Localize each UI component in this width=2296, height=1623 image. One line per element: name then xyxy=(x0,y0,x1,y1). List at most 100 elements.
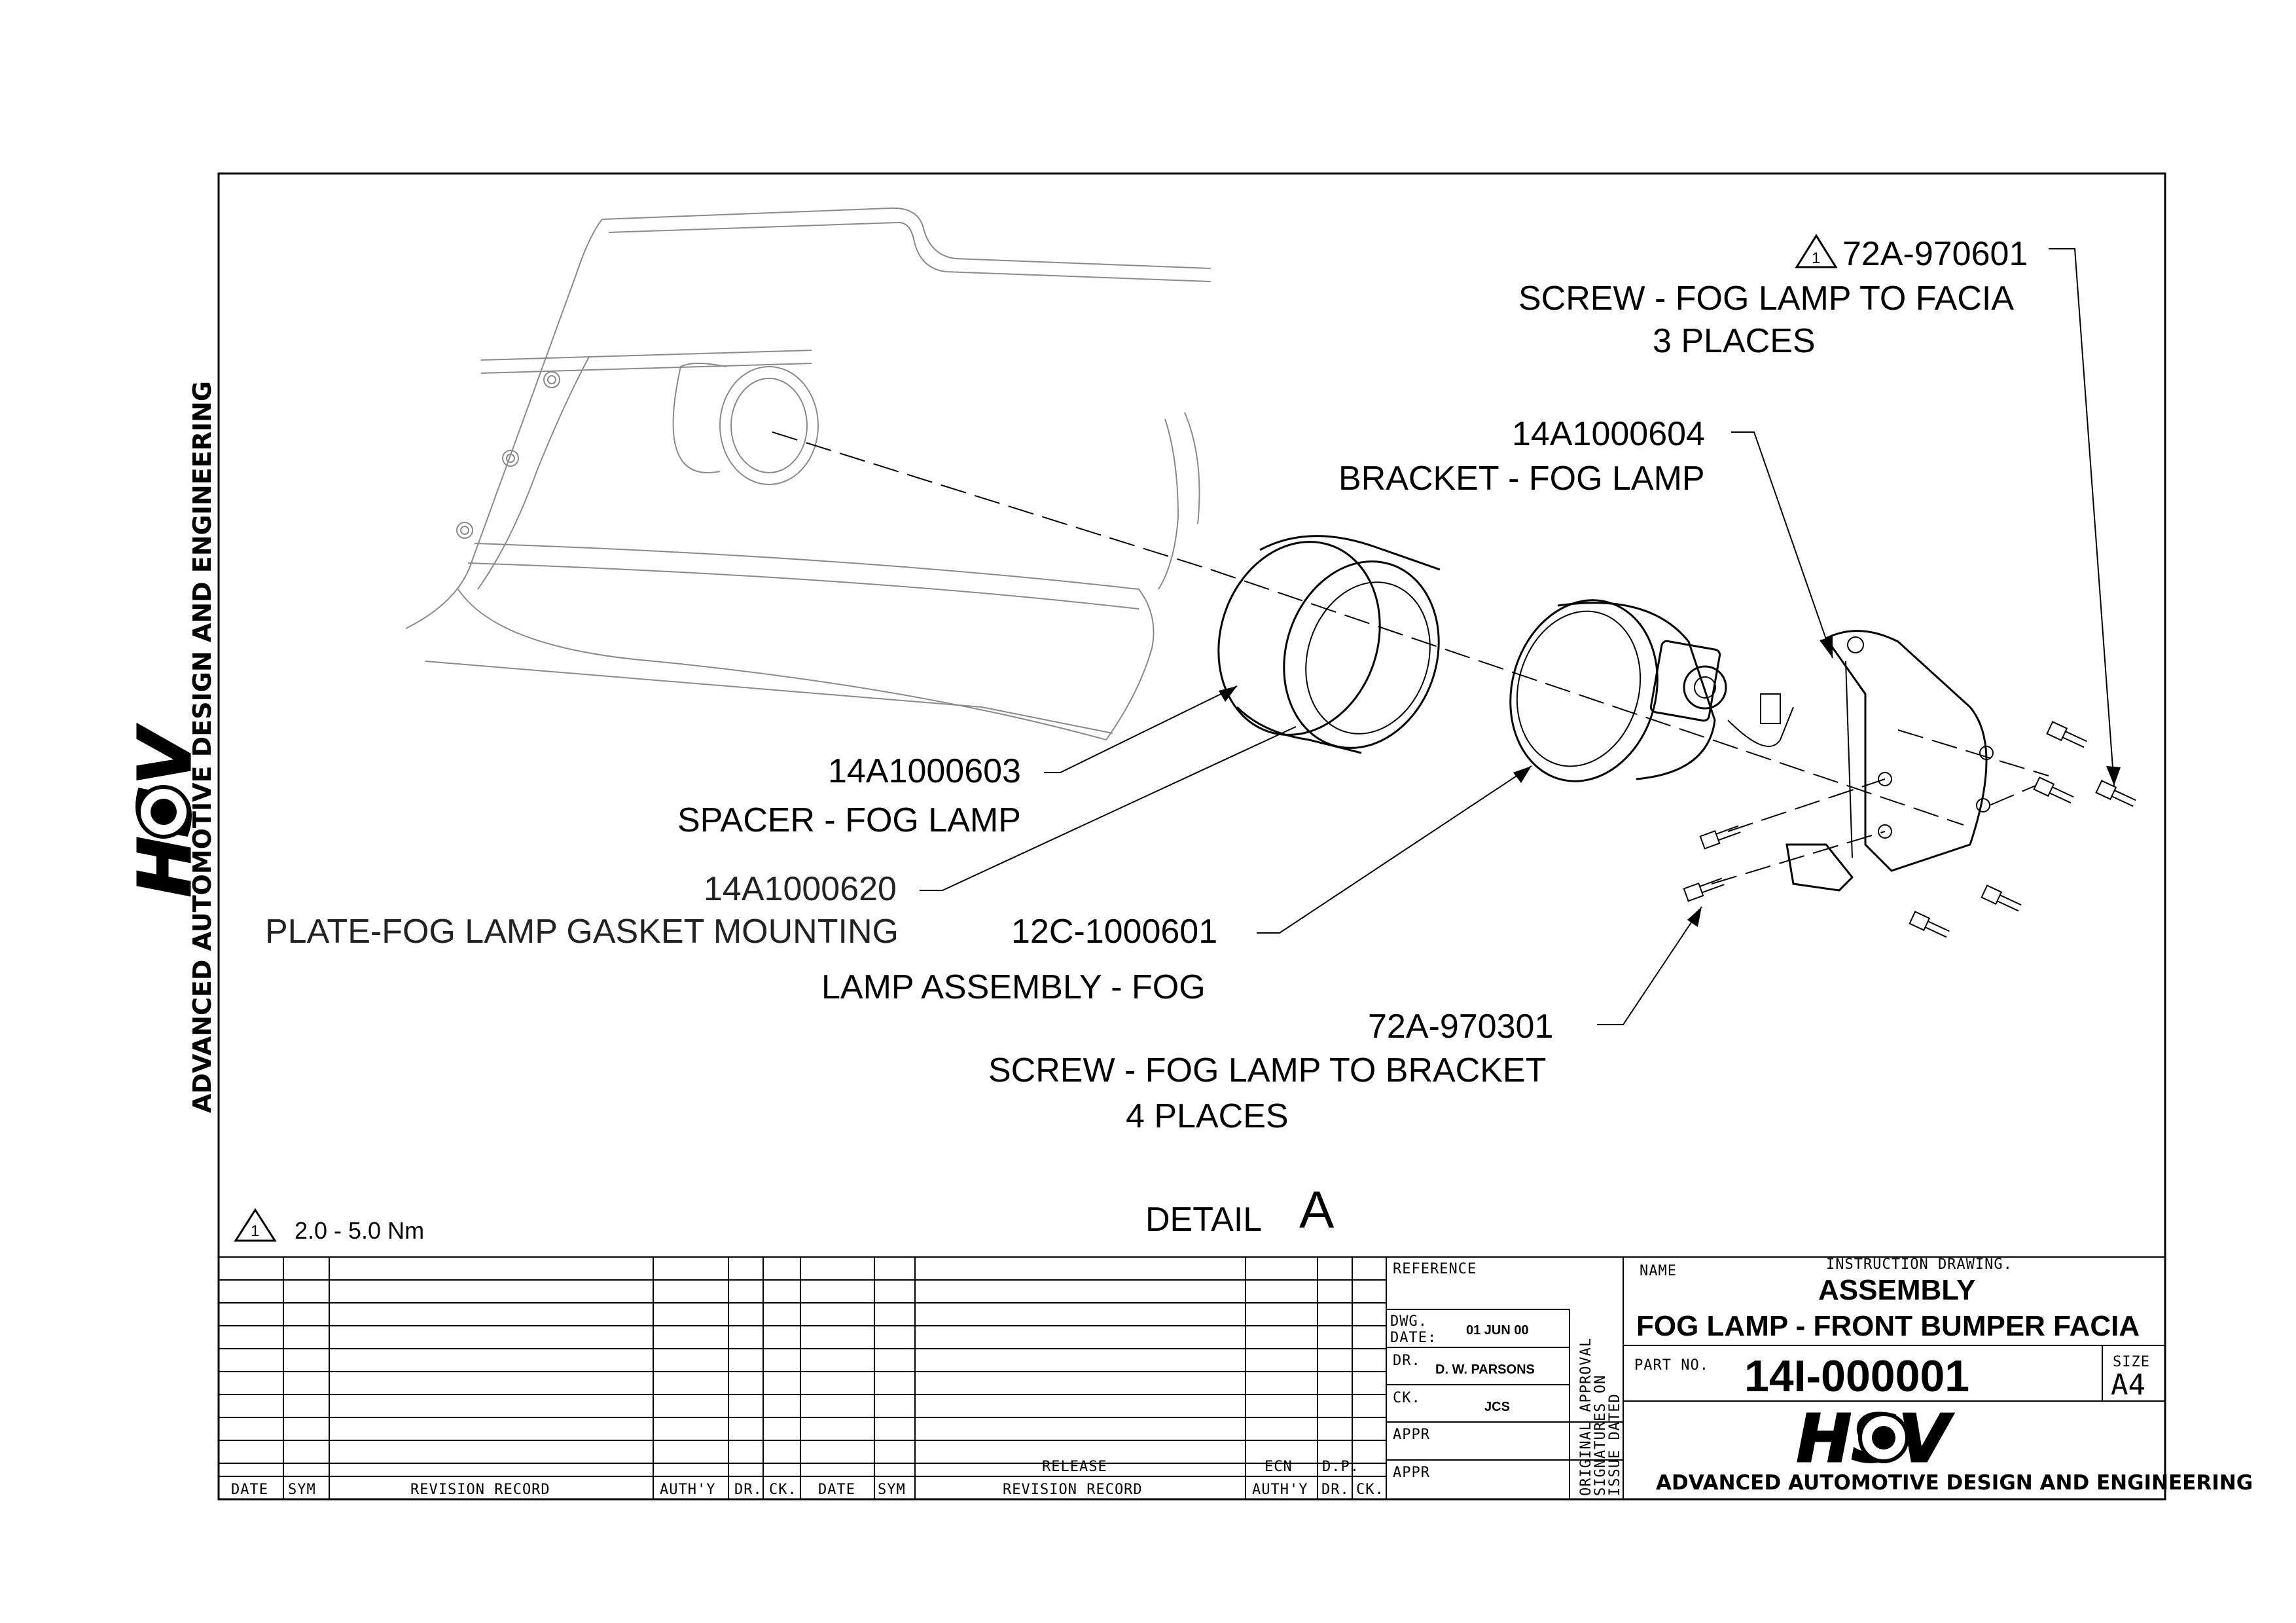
appr-label-2: APPR xyxy=(1393,1465,1430,1481)
screw-bracket-part-no: 72A-970301 xyxy=(1368,1008,1553,1046)
rev-header-dr: DR. xyxy=(734,1482,762,1498)
screw-facia-desc: SCREW - FOG LAMP TO FACIA xyxy=(1518,280,2014,318)
size-value: A4 xyxy=(2111,1368,2145,1402)
assembly-centerline xyxy=(772,431,1964,826)
rev-header-record: REVISION RECORD xyxy=(410,1482,550,1498)
screw-icon xyxy=(1699,825,1741,850)
callout-screw-facia: 1 72A-970601 SCREW - FOG LAMP TO FACIA 3… xyxy=(1518,234,2121,786)
ck-label: CK. xyxy=(1393,1390,1421,1406)
instruction-label: INSTRUCTION DRAWING. xyxy=(1826,1256,2013,1273)
rev-header-date-2: DATE xyxy=(818,1482,855,1498)
torque-symbol: 1 xyxy=(251,1222,259,1240)
leader-arrow-icon xyxy=(1513,766,1532,783)
rev-header-sym: SYM xyxy=(288,1482,316,1498)
callout-gasket-plate: 14A1000620 PLATE-FOG LAMP GASKET MOUNTIN… xyxy=(265,726,1297,951)
rev-header-date: DATE xyxy=(231,1482,268,1498)
callout-bracket: 14A1000604 BRACKET - FOG LAMP xyxy=(1338,415,1833,659)
title-line-1: ASSEMBLY xyxy=(1818,1274,1975,1306)
gasket-plate-desc: PLATE-FOG LAMP GASKET MOUNTING xyxy=(265,913,899,951)
screw-icon xyxy=(2095,780,2136,807)
size-label: SIZE xyxy=(2113,1354,2150,1370)
lamp-desc: LAMP ASSEMBLY - FOG xyxy=(821,968,1206,1006)
screws xyxy=(1683,721,2136,938)
part-no-value: 14I-000001 xyxy=(1744,1351,1969,1401)
fog-lamp-assembly-part xyxy=(1509,599,1794,782)
title-block: NAME INSTRUCTION DRAWING. ASSEMBLY FOG L… xyxy=(1634,1256,2253,1495)
callout-lamp: 12C-1000601 LAMP ASSEMBLY - FOG xyxy=(821,765,1532,1006)
screw-icon xyxy=(1683,877,1725,902)
leader-line xyxy=(1731,431,1833,659)
rev-header-ck: CK. xyxy=(769,1482,797,1498)
dwg-date-label-1: DWG. xyxy=(1390,1313,1427,1330)
bumper-facia-ghost xyxy=(405,207,1211,740)
detail-letter: A xyxy=(1299,1180,1335,1239)
screw-bracket-desc: SCREW - FOG LAMP TO BRACKET xyxy=(988,1051,1546,1089)
dwg-date-label-2: DATE: xyxy=(1390,1330,1437,1346)
dr-value: D. W. PARSONS xyxy=(1435,1362,1535,1377)
approval-block: REFERENCE DWG. DATE: 01 JUN 00 DR. D. W.… xyxy=(1390,1261,1623,1496)
hsv-logo-title: HSV xyxy=(1796,1400,1955,1478)
hsv-logo-side: HSV xyxy=(122,723,208,898)
screw-bracket-qty: 4 PLACES xyxy=(1126,1097,1289,1135)
detail-text: DETAIL xyxy=(1145,1201,1262,1239)
rev-header-sym-2: SYM xyxy=(878,1482,906,1498)
detail-label: DETAIL A xyxy=(1145,1180,1335,1239)
screw-facia-qty: 3 PLACES xyxy=(1653,322,1816,360)
screw-icon xyxy=(1909,911,1950,938)
company-name: ADVANCED AUTOMOTIVE DESIGN AND ENGINEERI… xyxy=(1656,1471,2253,1495)
screw-icon xyxy=(2033,776,2074,804)
rev-header-ck-2: CK. xyxy=(1356,1482,1384,1498)
vertical-banner: ADVANCED AUTOMOTIVE DESIGN AND ENGINEERI… xyxy=(188,381,217,1113)
bracket-fog-lamp-part xyxy=(1785,630,1994,892)
bracket-part-no: 14A1000604 xyxy=(1512,415,1705,453)
dr-label: DR. xyxy=(1393,1353,1421,1369)
rev-header-authy: AUTH'Y xyxy=(660,1482,715,1498)
leader-line xyxy=(2049,248,2115,786)
leader-line xyxy=(920,726,1297,891)
screw-icon xyxy=(2046,721,2087,748)
leader-line xyxy=(1044,685,1238,773)
revision-triangle-icon xyxy=(234,1208,277,1242)
reference-label: REFERENCE xyxy=(1393,1261,1477,1277)
callout-screw-bracket: 72A-970301 SCREW - FOG LAMP TO BRACKET 4… xyxy=(988,906,1702,1135)
lion-emblem-core xyxy=(1872,1426,1895,1450)
revision-triangle-number: 1 xyxy=(1812,249,1820,267)
drawing-border xyxy=(217,172,2166,1501)
torque-value: 2.0 - 5.0 Nm xyxy=(295,1217,424,1244)
rev-header-release: RELEASE xyxy=(1042,1459,1107,1475)
leader-line xyxy=(1597,906,1702,1025)
leader-arrow-icon xyxy=(1219,686,1237,702)
callout-spacer: 14A1000603 SPACER - FOG LAMP xyxy=(677,685,1238,839)
screw-icon xyxy=(1981,884,2022,912)
leader-arrow-icon xyxy=(2106,766,2121,786)
gasket-plate-part-no: 14A1000620 xyxy=(704,870,897,908)
spacer-fog-lamp-part xyxy=(1217,535,1441,754)
revision-triangle-icon xyxy=(1795,234,1838,268)
title-block-frame xyxy=(219,1256,2165,1499)
approval-note-2: SIGNATURES ON xyxy=(1592,1375,1609,1496)
title-line-2: FOG LAMP - FRONT BUMPER FACIA xyxy=(1636,1310,2140,1342)
leader-line xyxy=(1257,765,1532,934)
lamp-part-no: 12C-1000601 xyxy=(1011,913,1217,951)
bracket-desc: BRACKET - FOG LAMP xyxy=(1338,460,1705,498)
rev-header-ecn: ECN xyxy=(1265,1459,1293,1475)
screw-facia-part-no: 72A-970601 xyxy=(1842,235,2028,273)
leader-arrow-icon xyxy=(1820,636,1833,658)
revision-headers: DATE SYM REVISION RECORD AUTH'Y DR. CK. … xyxy=(231,1459,1384,1498)
approval-note-1: ORIGINAL APPROVAL xyxy=(1578,1338,1594,1496)
dwg-date-value: 01 JUN 00 xyxy=(1466,1323,1529,1338)
rev-header-dr-2: DR. xyxy=(1321,1482,1350,1498)
spacer-desc: SPACER - FOG LAMP xyxy=(677,801,1021,839)
rev-header-record-2: REVISION RECORD xyxy=(1003,1482,1143,1498)
approval-note-3: ISSUE DATED xyxy=(1607,1393,1623,1496)
rev-header-dp: D.P. xyxy=(1322,1459,1359,1475)
spacer-part-no: 14A1000603 xyxy=(828,752,1021,790)
ck-value: JCS xyxy=(1484,1400,1510,1414)
leader-arrow-icon xyxy=(1687,907,1702,927)
rev-header-authy-2: AUTH'Y xyxy=(1252,1482,1308,1498)
side-branding: ADVANCED AUTOMOTIVE DESIGN AND ENGINEERI… xyxy=(122,381,217,1113)
lion-emblem-core xyxy=(151,799,177,825)
torque-note: 1 2.0 - 5.0 Nm xyxy=(234,1208,424,1244)
part-no-label: PART NO. xyxy=(1634,1357,1709,1374)
